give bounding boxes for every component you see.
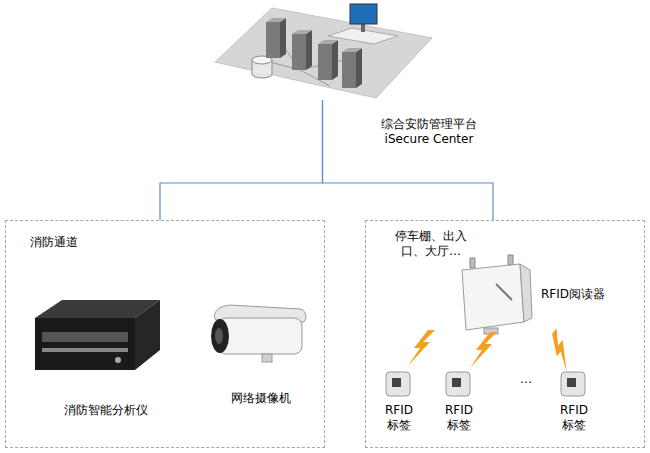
analyzer-button	[115, 357, 121, 363]
server-side	[356, 48, 362, 88]
tag-node: RFID 标签	[439, 369, 479, 434]
camera-mount	[262, 354, 272, 362]
server-top	[342, 48, 362, 52]
analyzer-panel	[42, 332, 128, 342]
wireless-bolt	[539, 328, 584, 372]
node-text: RFID阅读器	[541, 287, 616, 302]
camera-lens	[211, 319, 229, 353]
monitor-screen	[350, 4, 377, 24]
tag-code	[452, 378, 461, 387]
reader-node: RFID阅读器	[456, 259, 616, 334]
tag-node: RFID 标签	[554, 369, 594, 434]
device-node: 网络摄像机	[201, 301, 321, 411]
reader-antenna	[508, 255, 513, 265]
analyzer-panel	[42, 348, 128, 352]
wireless-bolt	[470, 332, 497, 368]
reader-antenna	[470, 258, 475, 268]
server-side	[332, 40, 338, 80]
node-text: 网络摄像机	[201, 391, 321, 406]
server-side	[306, 30, 312, 70]
server-top	[292, 30, 312, 34]
node-text: RFID 标签	[439, 403, 479, 433]
node-text: 停车棚、出入 口、大厅…	[386, 229, 476, 259]
server-top	[266, 18, 286, 22]
tag-code	[392, 378, 401, 387]
tag-node: RFID 标签	[379, 369, 419, 434]
analyzer-front	[35, 318, 135, 370]
platform-node: 综合安防管理平台 iSecure Center	[215, 5, 430, 100]
node-text: 消防智能分析仪	[31, 403, 181, 418]
tag-code	[567, 378, 576, 387]
bus-connector	[160, 100, 323, 220]
monitor-stand	[361, 24, 365, 32]
tag-body	[386, 372, 410, 396]
node-text: RFID 标签	[554, 403, 594, 433]
server-front	[292, 34, 306, 70]
server-front	[266, 22, 280, 58]
camera-body	[218, 318, 302, 354]
zone-box: 停车棚、出入 口、大厅… RFID阅读器 RFID 标签 RFID 标签 RFID 标签	[365, 220, 645, 448]
server-front	[342, 52, 356, 88]
tag-body	[446, 372, 470, 396]
node-text: 综合安防管理平台 iSecure Center	[373, 117, 485, 147]
server-front	[318, 44, 332, 80]
ellipsis-label: …	[514, 372, 538, 387]
reader-side	[520, 264, 532, 322]
reader-logo	[496, 284, 512, 300]
platform-plane	[215, 8, 432, 98]
device-node: 消防智能分析仪	[31, 291, 181, 426]
server-side	[280, 18, 286, 58]
analyzer-side	[135, 300, 160, 370]
wireless-bolt	[408, 330, 435, 366]
reader-front	[462, 264, 524, 330]
node-text: RFID 标签	[379, 403, 419, 433]
tag-body	[561, 372, 585, 396]
zone-box: 消防通道消防智能分析仪 网络摄像机	[5, 220, 325, 448]
camera-glass	[215, 328, 223, 344]
server-top	[318, 40, 338, 44]
bus-connector	[323, 100, 494, 220]
node-text: 消防通道	[30, 235, 150, 250]
